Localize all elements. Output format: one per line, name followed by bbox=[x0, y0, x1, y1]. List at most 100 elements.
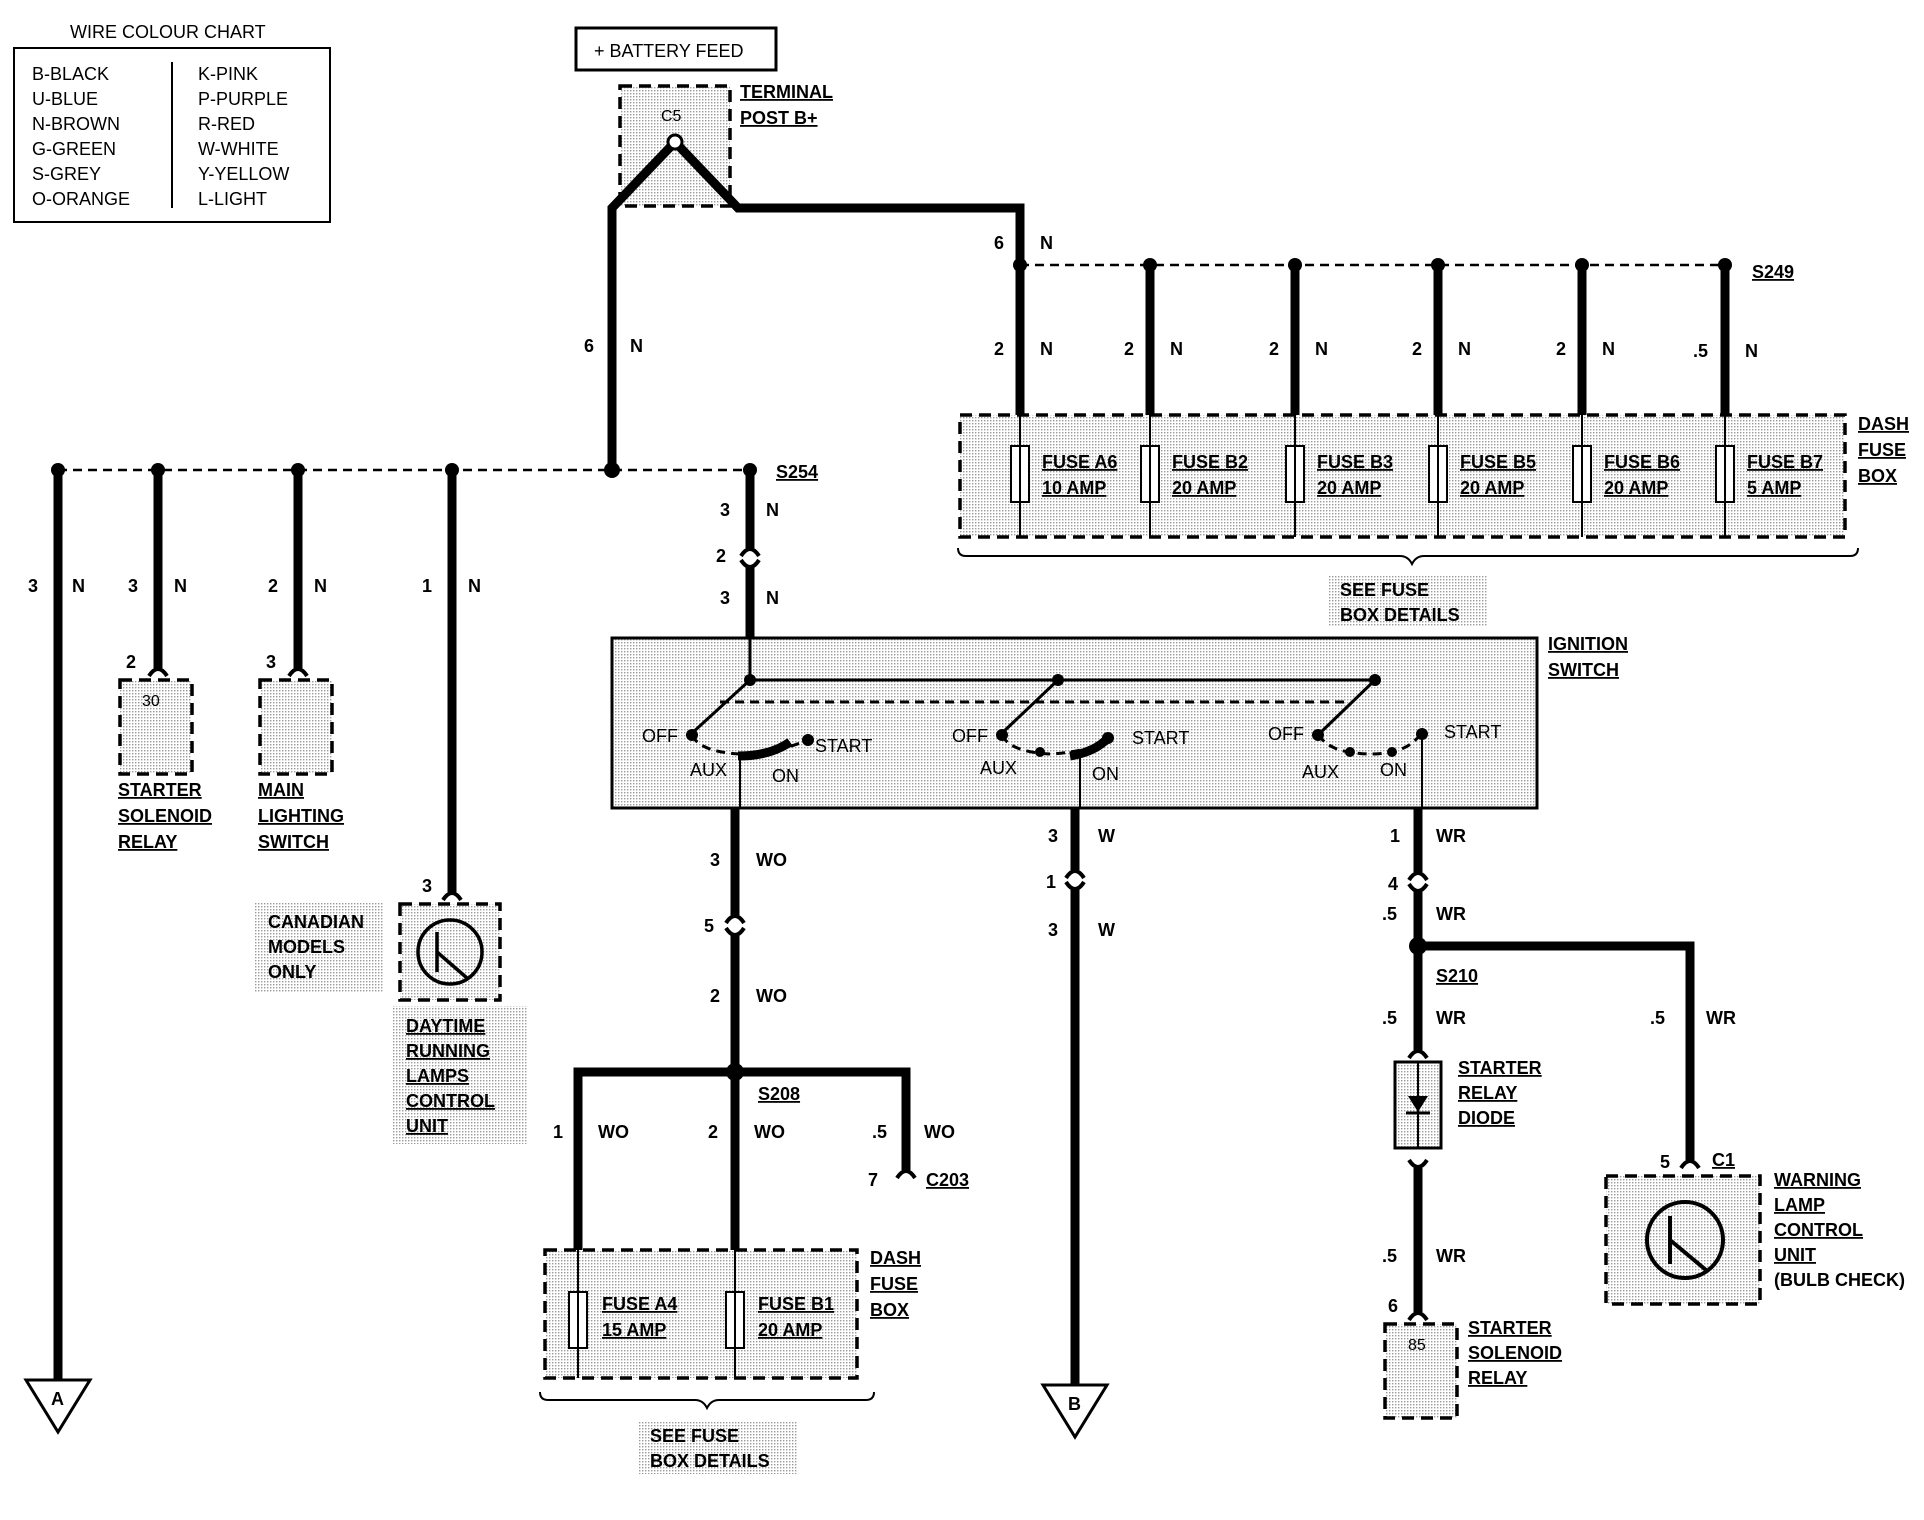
pos-aux-3: AUX bbox=[1302, 762, 1339, 782]
fuse-b7-rating: 5 AMP bbox=[1747, 478, 1801, 498]
fuse-b7-name: FUSE B7 bbox=[1747, 452, 1823, 472]
ign-bottom-colour: N bbox=[766, 588, 779, 608]
dash-fuse-box-bottom-label-2: FUSE bbox=[870, 1274, 918, 1294]
wo-top-gauge: 3 bbox=[710, 850, 720, 870]
feed-left-gauge: 6 bbox=[584, 336, 594, 356]
wr-circuit: 1 WR 4 .5 WR S210 .5 WR .5 WR STARTER RE… bbox=[1382, 808, 1905, 1420]
s254-bus: S254 6 N 3 N A 3 N 2 30 STARTER SOLENOID… bbox=[23, 336, 818, 1435]
w-bottom-gauge: 3 bbox=[1048, 920, 1058, 940]
legend-right-3: W-WHITE bbox=[198, 139, 279, 159]
fuse-feed-gauge-2: 2 bbox=[1269, 339, 1279, 359]
legend-left-2: N-BROWN bbox=[32, 114, 120, 134]
warning-label-5: (BULB CHECK) bbox=[1774, 1270, 1905, 1290]
warning-label-4: UNIT bbox=[1774, 1245, 1816, 1265]
legend-left-5: O-ORANGE bbox=[32, 189, 130, 209]
wr-below-s210-colour: WR bbox=[1436, 1008, 1466, 1028]
pos-off-1: OFF bbox=[642, 726, 678, 746]
legend-right-4: Y-YELLOW bbox=[198, 164, 289, 184]
wr-pin: 4 bbox=[1388, 874, 1398, 894]
legend-left-0: B-BLACK bbox=[32, 64, 109, 84]
fuse-a4-rating: 15 AMP bbox=[602, 1320, 666, 1340]
see-fuse-details-top-2: BOX DETAILS bbox=[1340, 605, 1460, 625]
connector-pin-symbol bbox=[287, 667, 309, 678]
canadian-note-1: CANADIAN bbox=[268, 912, 364, 932]
wo-mid-colour: WO bbox=[756, 986, 787, 1006]
connector-pin-symbol bbox=[739, 558, 761, 569]
diode-label-3: DIODE bbox=[1458, 1108, 1515, 1128]
splice-s254: S254 bbox=[776, 462, 818, 482]
wo-mid-gauge: 2 bbox=[710, 986, 720, 1006]
relay-2-connector-pin: 6 bbox=[1388, 1296, 1398, 1316]
splice-s208: S208 bbox=[758, 1084, 800, 1104]
fuse-b3-rating: 20 AMP bbox=[1317, 478, 1381, 498]
transistor-icon bbox=[416, 918, 484, 986]
canadian-note-bg bbox=[254, 902, 384, 992]
wr-top-gauge: 1 bbox=[1390, 826, 1400, 846]
connector-pin-symbol bbox=[441, 891, 463, 902]
off-page-a: A bbox=[51, 1389, 64, 1409]
transistor-emitter bbox=[435, 950, 469, 980]
legend-left-1: U-BLUE bbox=[32, 89, 98, 109]
c1-pin: 5 bbox=[1660, 1152, 1670, 1172]
w-top-colour: W bbox=[1098, 826, 1115, 846]
pos-aux-1: AUX bbox=[690, 760, 727, 780]
main-lighting-switch bbox=[258, 678, 334, 776]
drl-label-1: DAYTIME bbox=[406, 1016, 485, 1036]
dash-fuse-box-top-label-2: FUSE bbox=[1858, 440, 1906, 460]
branch-lighting-colour: N bbox=[314, 576, 327, 596]
wo-left-colour: WO bbox=[598, 1122, 629, 1142]
off-page-b: B bbox=[1068, 1394, 1081, 1414]
lighting-label-1: MAIN bbox=[258, 780, 304, 800]
dash-fuse-box-top: FUSE A6 10 AMP FUSE B2 20 AMP FUSE B3 20… bbox=[957, 413, 1909, 627]
wo-split-wire bbox=[573, 1067, 911, 1250]
ign-bottom-gauge: 3 bbox=[720, 588, 730, 608]
legend-left-3: G-GREEN bbox=[32, 139, 116, 159]
diode-label-1: STARTER bbox=[1458, 1058, 1542, 1078]
ignition-switch: IGNITION SWITCH OFF AUX ON START OFF AUX… bbox=[610, 634, 1628, 810]
fuse-b6-name: FUSE B6 bbox=[1604, 452, 1680, 472]
relay-2-pin: 85 bbox=[1408, 1337, 1426, 1354]
w-circuit: 3 W 1 3 W B bbox=[1040, 808, 1115, 1440]
branch-lighting-gauge: 2 bbox=[268, 576, 278, 596]
dash-fuse-box-top-outline bbox=[958, 413, 1847, 539]
top-fuse-bus: S249 6 N 2 N 2 N 2 N 2 N 2 N .5 N bbox=[994, 233, 1794, 415]
splice-node-s208 bbox=[726, 1063, 744, 1081]
switch-arm-2 bbox=[998, 678, 1060, 737]
contact-off-2 bbox=[996, 729, 1008, 741]
wo-top-colour: WO bbox=[756, 850, 787, 870]
legend-right-0: K-PINK bbox=[198, 64, 258, 84]
transistor-icon bbox=[1645, 1200, 1725, 1280]
battery-main-wire bbox=[607, 135, 1025, 470]
legend-title: WIRE COLOUR CHART bbox=[70, 22, 266, 42]
legend-right-1: P-PURPLE bbox=[198, 89, 288, 109]
fuse-box-bracket bbox=[957, 547, 1859, 567]
wr-second-colour: WR bbox=[1436, 904, 1466, 924]
terminal-post-stud bbox=[666, 133, 684, 151]
pos-aux-2: AUX bbox=[980, 758, 1017, 778]
fuse-feed-gauge-5: .5 bbox=[1693, 341, 1708, 361]
pin-lighting: 3 bbox=[266, 652, 276, 672]
wo-center-colour: WO bbox=[754, 1122, 785, 1142]
wo-right-colour: WO bbox=[924, 1122, 955, 1142]
diode-icon bbox=[1408, 1096, 1428, 1112]
contact-aux-3 bbox=[1345, 747, 1355, 757]
connector-pin-symbol bbox=[1407, 871, 1429, 882]
contact-off-3 bbox=[1312, 729, 1324, 741]
relay-1-label-1: STARTER bbox=[118, 780, 202, 800]
legend-right-5: L-LIGHT bbox=[198, 189, 267, 209]
fuse-b5-name: FUSE B5 bbox=[1460, 452, 1536, 472]
wo-right-gauge: .5 bbox=[872, 1122, 887, 1142]
canadian-note-2: MODELS bbox=[268, 937, 345, 957]
starter-solenoid-relay-2 bbox=[1383, 1322, 1459, 1420]
battery-feed-box bbox=[574, 26, 778, 72]
switch-arc-3 bbox=[1316, 734, 1422, 756]
switch-arc-2 bbox=[1000, 734, 1109, 756]
ignition-switch-body bbox=[610, 636, 1539, 810]
pos-off-3: OFF bbox=[1268, 724, 1304, 744]
ign-pin-top: 2 bbox=[716, 546, 726, 566]
starter-solenoid-relay-1 bbox=[118, 678, 194, 776]
contact-off-1 bbox=[686, 729, 698, 741]
pos-on-2: ON bbox=[1092, 764, 1119, 784]
wire-colour-chart: WIRE COLOUR CHART B-BLACK U-BLUE N-BROWN… bbox=[13, 22, 331, 223]
